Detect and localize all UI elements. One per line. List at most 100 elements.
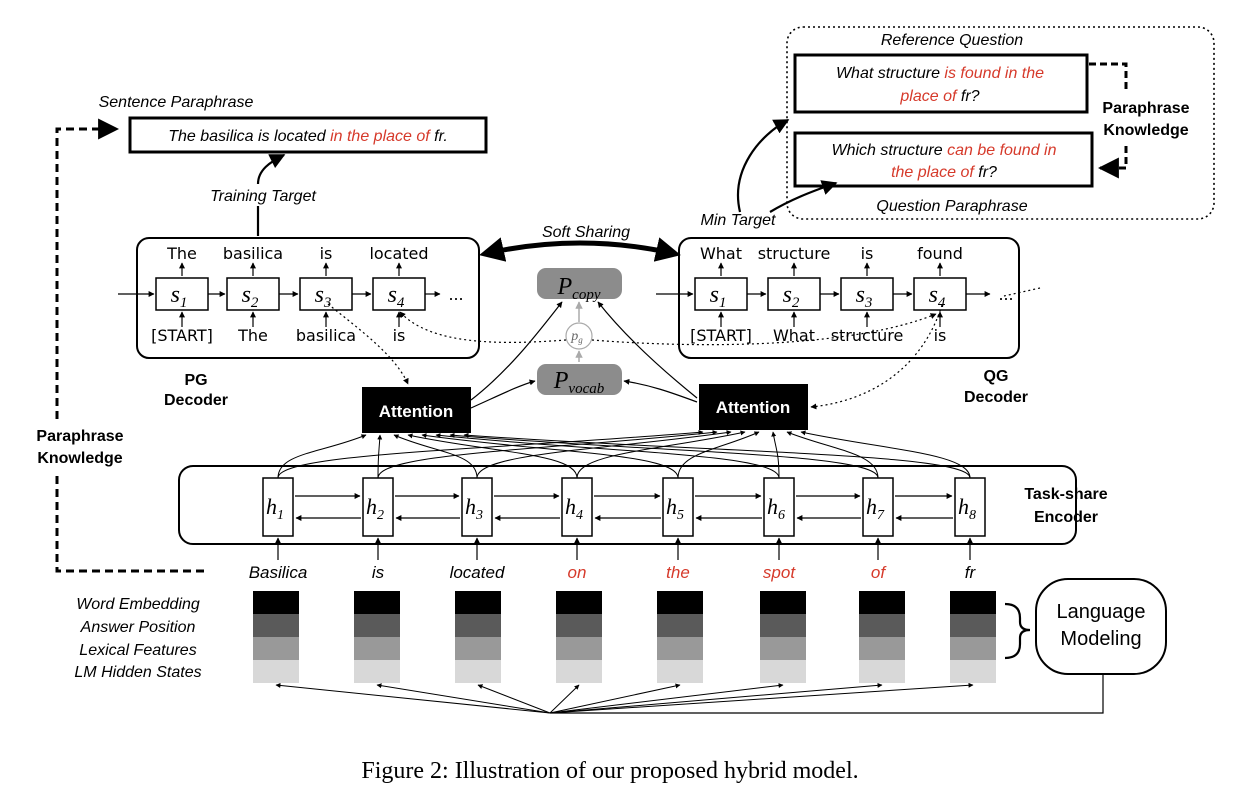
qg-input-1: [START] xyxy=(690,326,752,345)
encoder-hidden-sub-3: 3 xyxy=(475,508,483,523)
p-copy-text: Pcopy xyxy=(557,274,601,303)
pg-output-3: is xyxy=(320,244,333,263)
feature-cell-4-1 xyxy=(556,591,602,614)
feature-cell-6-1 xyxy=(760,591,806,614)
feature-cell-8-1 xyxy=(950,591,996,614)
sent-para-a: The basilica is located xyxy=(168,128,327,145)
sentence-paraphrase-text: The basilica is located in the place of … xyxy=(168,128,448,145)
feature-cell-3-3 xyxy=(455,637,501,660)
min-target-arrow-para xyxy=(769,180,838,213)
qg-ellipsis: ... xyxy=(998,284,1013,304)
qg-output-3: is xyxy=(861,244,874,263)
ref-q-line1-a: What structure xyxy=(836,65,940,82)
pg-attention-box xyxy=(362,387,471,433)
attn-pg-line-4 xyxy=(407,433,578,479)
pg-state-sub-2: 2 xyxy=(251,295,259,311)
qg-input-4: is xyxy=(934,326,947,345)
feature-cell-3-2 xyxy=(455,614,501,637)
feature-cell-8-4 xyxy=(950,660,996,683)
p-vocab-sub: vocab xyxy=(568,381,604,397)
feature-cell-5-3 xyxy=(657,637,703,660)
attn-pg-line-6 xyxy=(435,432,780,479)
left-paraphrase-knowledge-1: Paraphrase xyxy=(36,428,123,445)
encoder-label-2: Encoder xyxy=(1034,509,1098,526)
sent-para-c: fr. xyxy=(434,128,448,145)
input-word-6: spot xyxy=(763,563,796,582)
ref-q-line2-a: place of xyxy=(899,88,958,105)
right-paraphrase-connector-top xyxy=(1089,62,1128,92)
feature-cell-2-1 xyxy=(354,591,400,614)
p-g-text: pg xyxy=(570,329,583,345)
input-word-8: fr xyxy=(965,563,977,582)
feature-cell-7-4 xyxy=(859,660,905,683)
lm-fan-arrow-4 xyxy=(549,684,580,714)
feature-cell-6-2 xyxy=(760,614,806,637)
qg-attn-to-pcopy xyxy=(597,301,698,399)
attn-qg-line-4 xyxy=(576,430,746,479)
lm-fan-arrow-2 xyxy=(376,683,551,714)
qg-state-sub-4: 4 xyxy=(938,295,946,311)
pg-state-4 xyxy=(372,277,426,311)
feature-cell-1-1 xyxy=(253,591,299,614)
right-paraphrase-knowledge-2: Knowledge xyxy=(1103,122,1188,139)
training-target-label: Training Target xyxy=(210,188,316,205)
soft-sharing-label: Soft Sharing xyxy=(542,224,630,241)
pg-to-qg-s4 xyxy=(591,313,937,346)
lm-fan-arrow-7 xyxy=(549,682,883,714)
attn-qg-line-3 xyxy=(476,430,732,479)
input-word-7: of xyxy=(871,563,887,582)
qg-s4-to-attention xyxy=(810,304,943,410)
min-target-label: Min Target xyxy=(701,212,777,229)
feature-cell-1-3 xyxy=(253,637,299,660)
sentence-paraphrase-box xyxy=(128,116,488,154)
qg-dotted-tail xyxy=(1003,287,1041,297)
encoder-hidden-5 xyxy=(662,477,694,537)
pg-attn-to-pvocab xyxy=(470,379,536,409)
attn-pg-line-1 xyxy=(277,434,367,479)
lm-fan-arrow-1 xyxy=(275,682,551,714)
qg-decoder-box xyxy=(678,237,1020,359)
sentence-paraphrase-label: Sentence Paraphrase xyxy=(99,94,254,111)
qg-decoder-label-2: Decoder xyxy=(964,389,1028,406)
attn-pg-line-5 xyxy=(421,433,679,479)
pg-state-2 xyxy=(226,277,280,311)
input-word-3: located xyxy=(450,563,505,582)
p-g-sub: g xyxy=(578,335,583,345)
feature-cell-2-3 xyxy=(354,637,400,660)
reference-question-line1: What structure is found in the xyxy=(836,65,1044,82)
attn-qg-line-5 xyxy=(677,431,760,479)
feature-word-embedding: Word Embedding xyxy=(76,596,200,613)
feature-cell-8-3 xyxy=(950,637,996,660)
qg-input-2: What xyxy=(773,326,815,345)
encoder-hidden-sub-1: 1 xyxy=(277,508,284,523)
p-copy-box xyxy=(537,268,622,299)
ref-q-line2-b: fr? xyxy=(961,88,980,105)
input-word-1: Basilica xyxy=(249,563,308,582)
p-copy-sub: copy xyxy=(572,287,601,303)
attn-qg-line-2 xyxy=(377,429,718,479)
feature-cell-7-3 xyxy=(859,637,905,660)
pg-output-2: basilica xyxy=(223,244,283,263)
pg-input-2: The xyxy=(237,326,268,345)
feature-cell-7-1 xyxy=(859,591,905,614)
pg-s3-to-attention xyxy=(327,303,409,385)
feature-stacks xyxy=(253,591,996,683)
attn-pg-line-7 xyxy=(449,432,879,479)
pg-state-sub-4: 4 xyxy=(397,295,405,311)
feature-cell-4-3 xyxy=(556,637,602,660)
encoder-hidden-sub-8: 8 xyxy=(969,508,976,523)
pg-output-1: The xyxy=(166,244,197,263)
soft-sharing-arrow xyxy=(479,237,681,262)
p-g-circle xyxy=(565,322,593,350)
feature-cell-3-4 xyxy=(455,660,501,683)
reference-question-box xyxy=(793,53,1089,114)
reference-question-label: Reference Question xyxy=(881,32,1023,49)
encoder-box xyxy=(178,465,1077,545)
language-modeling-box xyxy=(1035,578,1167,675)
lm-fan-arrow-5 xyxy=(549,683,681,714)
feature-cell-2-2 xyxy=(354,614,400,637)
encoder-hidden-1 xyxy=(262,477,294,537)
attn-pg-line-8 xyxy=(463,432,971,479)
